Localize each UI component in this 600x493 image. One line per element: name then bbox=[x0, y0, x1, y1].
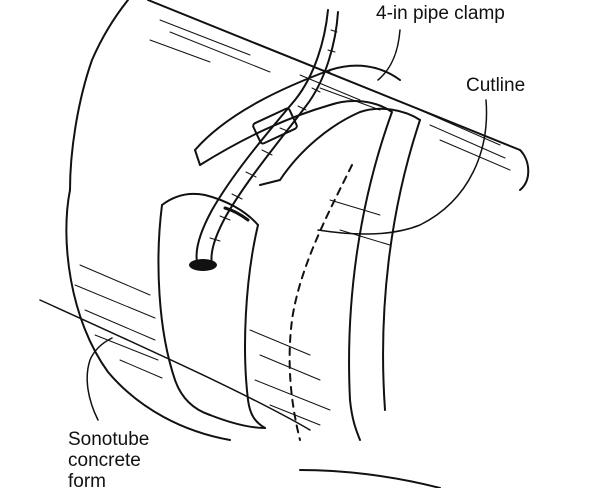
cut-flap bbox=[158, 194, 265, 428]
label-cutline: Cutline bbox=[466, 75, 525, 96]
clamp-band-lower-end bbox=[260, 180, 280, 185]
flap-top-edge bbox=[162, 194, 258, 225]
label-sonotube-line2: concrete bbox=[68, 450, 149, 471]
flap-right-edge bbox=[245, 225, 265, 428]
tube-left-upper-edge bbox=[70, 0, 128, 190]
pipe-clamp-band bbox=[195, 66, 420, 185]
clamp-band-top bbox=[195, 66, 400, 150]
tube-far-end bbox=[520, 150, 528, 190]
strap-end-slot bbox=[189, 259, 217, 271]
clamp-band-end bbox=[195, 150, 200, 165]
tube-bottom-edge bbox=[300, 470, 440, 488]
tube-hatching bbox=[75, 20, 510, 425]
sonotube-body bbox=[40, 0, 528, 488]
label-pipe-clamp: 4-in pipe clamp bbox=[376, 3, 505, 24]
leader-sonotube bbox=[87, 338, 112, 420]
label-sonotube-concrete-form: Sonotube concrete form bbox=[68, 429, 149, 492]
flap-cut-slot bbox=[225, 208, 248, 220]
label-sonotube-line3: form bbox=[68, 471, 149, 492]
band-inner-edge bbox=[330, 101, 392, 440]
band-outer-edge bbox=[383, 120, 420, 410]
strap-edge-left bbox=[197, 10, 328, 262]
label-sonotube-line1: Sonotube bbox=[68, 429, 149, 450]
dashed-cutline bbox=[290, 165, 352, 440]
flap-left-edge bbox=[158, 205, 210, 415]
